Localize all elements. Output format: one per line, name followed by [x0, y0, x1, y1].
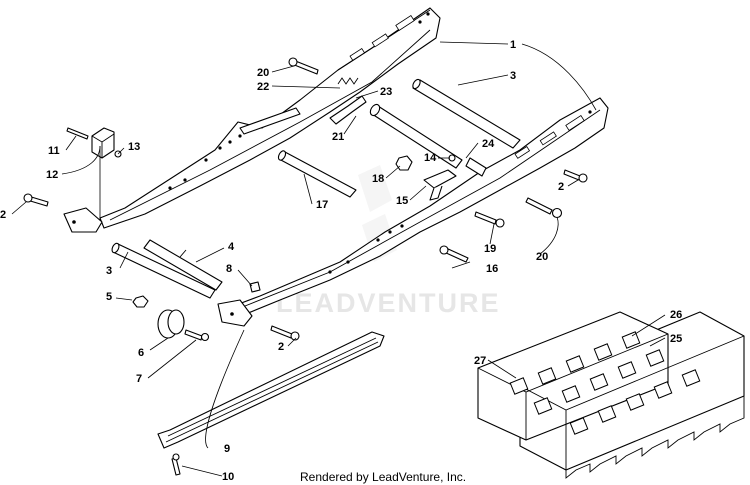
- callout-8: 8: [226, 263, 232, 275]
- callout-2-left: 2: [0, 209, 6, 221]
- callout-1: 1: [510, 39, 516, 51]
- callout-3b: 3: [106, 265, 112, 277]
- watermark-text: LEADVENTURE: [276, 288, 501, 318]
- callout-5: 5: [106, 291, 112, 303]
- bolt-7: [184, 329, 210, 342]
- front-bracket-upper: [63, 207, 103, 233]
- bolt-20-right: [525, 197, 563, 219]
- spring-22: [337, 77, 359, 85]
- bolt-16: [439, 245, 469, 263]
- callout-2-right: 2: [558, 181, 564, 193]
- bolt-2-bottom: [270, 325, 300, 341]
- callout-14: 14: [424, 152, 437, 164]
- slide-9: [157, 331, 385, 449]
- track-detail: [477, 311, 745, 479]
- callout-17: 17: [316, 199, 328, 211]
- callout-22: 22: [257, 81, 269, 93]
- rail-lower: [227, 97, 609, 319]
- callout-20: 20: [257, 67, 269, 79]
- bracket-15: [423, 169, 457, 201]
- callout-19: 19: [484, 243, 496, 255]
- callout-27: 27: [474, 355, 486, 367]
- bolt-11: [66, 127, 89, 140]
- pin-8: [249, 281, 261, 293]
- callout-4: 4: [228, 241, 235, 253]
- callout-16: 16: [486, 263, 498, 275]
- front-bracket-lower: [217, 299, 253, 327]
- callout-9: 9: [224, 443, 230, 455]
- nut-18: [395, 155, 413, 171]
- callout-25: 25: [670, 333, 682, 345]
- leader-lines: [11, 41, 666, 477]
- callout-12: 12: [46, 169, 58, 181]
- callout-15: 15: [396, 195, 408, 207]
- callout-3: 3: [510, 70, 516, 82]
- callout-11: 11: [48, 145, 60, 157]
- credit-text: Rendered by LeadVenture, Inc.: [300, 470, 466, 484]
- nut-5: [132, 295, 149, 308]
- cross-shafts: [111, 78, 521, 299]
- callout-26: 26: [670, 309, 682, 321]
- hardware: [23, 57, 588, 476]
- bolt-2-left: [23, 193, 49, 207]
- wheel-6: [157, 309, 185, 339]
- callout-13: 13: [128, 141, 140, 153]
- lever-21: [329, 95, 367, 125]
- rail-upper: [99, 7, 441, 229]
- callouts: 1 3 20 22 23 21 24 14 18 15 17 19 20 16 …: [0, 39, 682, 483]
- callout-20b: 20: [536, 251, 548, 263]
- callout-21: 21: [332, 131, 344, 143]
- bolt-19: [474, 211, 505, 228]
- callout-24: 24: [482, 138, 495, 150]
- callout-10: 10: [222, 471, 234, 483]
- callout-18: 18: [372, 173, 384, 185]
- bolt-10: [171, 453, 181, 476]
- callout-7: 7: [136, 373, 142, 385]
- block-12: [91, 127, 115, 159]
- bolt-2-right: [563, 169, 588, 183]
- callout-2-bottom: 2: [278, 341, 284, 353]
- callout-6: 6: [138, 347, 144, 359]
- callout-23: 23: [380, 86, 392, 98]
